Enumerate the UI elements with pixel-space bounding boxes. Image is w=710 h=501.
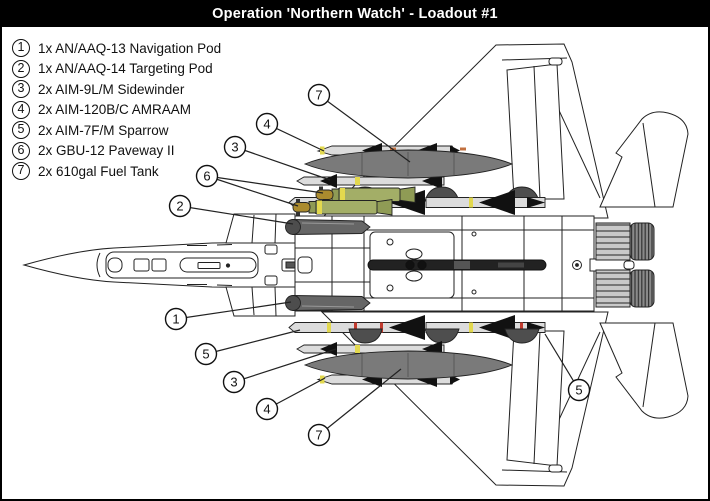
svg-text:2: 2	[176, 199, 183, 214]
legend-item: 5 2x AIM-7F/M Sparrow	[12, 120, 262, 141]
stabilator-bottom	[600, 323, 688, 418]
legend-number-badge: 1	[12, 39, 30, 58]
legend-item-label: 2x AIM-120B/C AMRAAM	[38, 102, 192, 118]
callout-5: 5	[545, 334, 590, 401]
legend-item-label: 2x AIM-9L/M Sidewinder	[38, 81, 185, 97]
legend-item-label: 2x AIM-7F/M Sparrow	[38, 122, 169, 138]
forward-fuselage	[24, 242, 302, 288]
callout-6: 6	[197, 166, 324, 207]
svg-text:4: 4	[263, 402, 270, 417]
page-title: Operation 'Northern Watch' - Loadout #1	[212, 6, 498, 22]
stabilator-top	[600, 112, 688, 207]
legend-item: 2 1x AN/AAQ-14 Targeting Pod	[12, 59, 262, 80]
intake-bottom	[226, 287, 295, 316]
legend-number-badge: 4	[12, 100, 30, 119]
callout-circle-4	[257, 399, 278, 420]
engine-nozzles	[590, 223, 654, 307]
callout-3: 3	[225, 137, 331, 181]
fuel-tank-bottom	[305, 351, 512, 379]
callout-circle-7	[309, 425, 330, 446]
legend-item-label: 2x 610gal Fuel Tank	[38, 163, 159, 179]
legend-number-badge: 6	[12, 141, 30, 160]
fuel-tank-top	[305, 150, 512, 178]
vertical-fin-bottom	[507, 331, 564, 472]
callout-circle-1	[166, 309, 187, 330]
centerline-store	[368, 260, 546, 270]
callout-1: 1	[166, 302, 292, 330]
navigation-pod	[286, 296, 371, 311]
legend-item: 3 2x AIM-9L/M Sidewinder	[12, 79, 262, 100]
legend-item: 4 2x AIM-120B/C AMRAAM	[12, 100, 262, 121]
callout-2: 2	[170, 196, 294, 225]
callout-circle-4	[257, 114, 278, 135]
callout-circle-3	[224, 372, 245, 393]
legend-item: 6 2x GBU-12 Paveway II	[12, 141, 262, 162]
legend-number-badge: 5	[12, 121, 30, 140]
sparrows-bottom	[289, 315, 545, 340]
legend-item: 1 1x AN/AAQ-13 Navigation Pod	[12, 38, 262, 59]
legend: 1 1x AN/AAQ-13 Navigation Pod 2 1x AN/AA…	[12, 38, 262, 182]
svg-text:5: 5	[575, 383, 582, 398]
callout-3: 3	[224, 349, 337, 393]
stores-top	[286, 143, 546, 235]
title-bar: Operation 'Northern Watch' - Loadout #1	[2, 2, 708, 27]
svg-text:3: 3	[231, 140, 238, 155]
callout-4: 4	[257, 378, 326, 420]
legend-number-badge: 2	[12, 59, 30, 78]
callout-circle-5	[196, 344, 217, 365]
gbu12-bombs	[293, 187, 415, 216]
legend-number-badge: 3	[12, 80, 30, 99]
gbu12-lower	[293, 199, 392, 216]
callout-circle-7	[309, 85, 330, 106]
callout-4: 4	[257, 114, 325, 152]
gbu12-upper	[316, 187, 415, 204]
legend-number-badge: 7	[12, 162, 30, 181]
legend-item-label: 2x GBU-12 Paveway II	[38, 143, 175, 159]
svg-text:7: 7	[315, 88, 322, 103]
svg-text:1: 1	[172, 312, 179, 327]
callout-7: 7	[309, 369, 402, 446]
callout-5: 5	[196, 330, 301, 365]
stores-bottom	[286, 296, 546, 387]
svg-text:4: 4	[263, 117, 270, 132]
callout-layer: 7 4 3 6 2 1 5 3 4 7 5	[166, 85, 590, 446]
callout-circle-6	[197, 166, 218, 187]
svg-text:7: 7	[315, 428, 322, 443]
targeting-pod	[286, 220, 371, 235]
callout-circle-2	[170, 196, 191, 217]
svg-text:3: 3	[230, 375, 237, 390]
callout-7: 7	[309, 85, 411, 163]
vertical-fin-top	[507, 58, 564, 199]
svg-text:5: 5	[202, 347, 209, 362]
callout-circle-3	[225, 137, 246, 158]
wing-pylons-bottom	[349, 329, 539, 343]
callout-circle-5	[569, 380, 590, 401]
svg-text:6: 6	[203, 169, 210, 184]
legend-item-label: 1x AN/AAQ-14 Targeting Pod	[38, 61, 213, 77]
legend-item: 7 2x 610gal Fuel Tank	[12, 161, 262, 182]
legend-item-label: 1x AN/AAQ-13 Navigation Pod	[38, 40, 222, 56]
